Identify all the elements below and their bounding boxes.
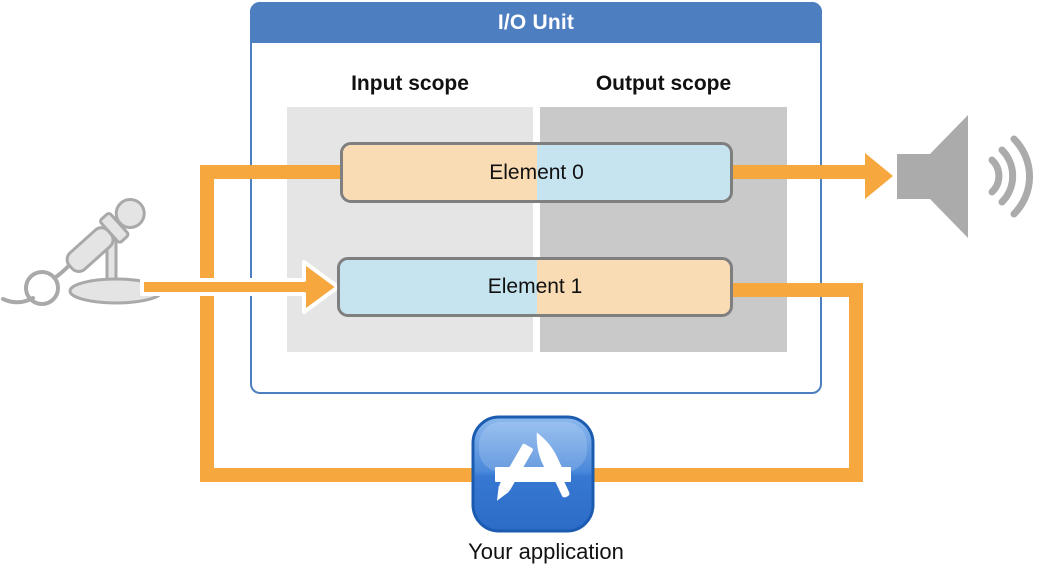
io-unit-header: I/O Unit — [250, 2, 822, 43]
app-store-icon — [471, 415, 595, 533]
element-1-label: Element 1 — [487, 275, 583, 298]
input-scope-label: Input scope — [351, 72, 469, 95]
io-unit-title: I/O Unit — [497, 10, 575, 34]
element-1-output-scope-half — [537, 260, 730, 314]
speaker-body — [897, 115, 968, 238]
speaker-wave-large — [1010, 135, 1034, 218]
speaker-icon — [897, 115, 1034, 238]
element-0-input-scope-half — [343, 145, 537, 200]
mic-stand-base — [68, 277, 164, 305]
element-0: Element 0 — [340, 142, 733, 203]
mic-cable-tail — [1, 296, 35, 305]
mic-stand-post — [105, 230, 118, 290]
speaker-arrowhead — [865, 153, 893, 199]
element-0-output-scope-half — [537, 145, 730, 200]
element-1-input-scope-half — [340, 260, 537, 314]
app-glyph-pencil — [497, 443, 533, 501]
application-label: Your application — [468, 539, 624, 564]
app-glyph-brush — [536, 432, 570, 498]
mic-cable-loop — [24, 270, 60, 306]
element-0-label: Element 0 — [489, 160, 584, 184]
output-scope-label: Output scope — [595, 72, 732, 95]
speaker-wave-small — [988, 156, 1003, 196]
speaker-wave-medium — [998, 146, 1017, 206]
mic-cable-link — [54, 258, 76, 279]
app-icon-gloss — [479, 422, 587, 472]
microphone-icon — [1, 197, 164, 306]
element-1: Element 1 — [337, 257, 733, 317]
mic-body — [65, 197, 146, 273]
app-icon-glyph — [495, 432, 571, 501]
